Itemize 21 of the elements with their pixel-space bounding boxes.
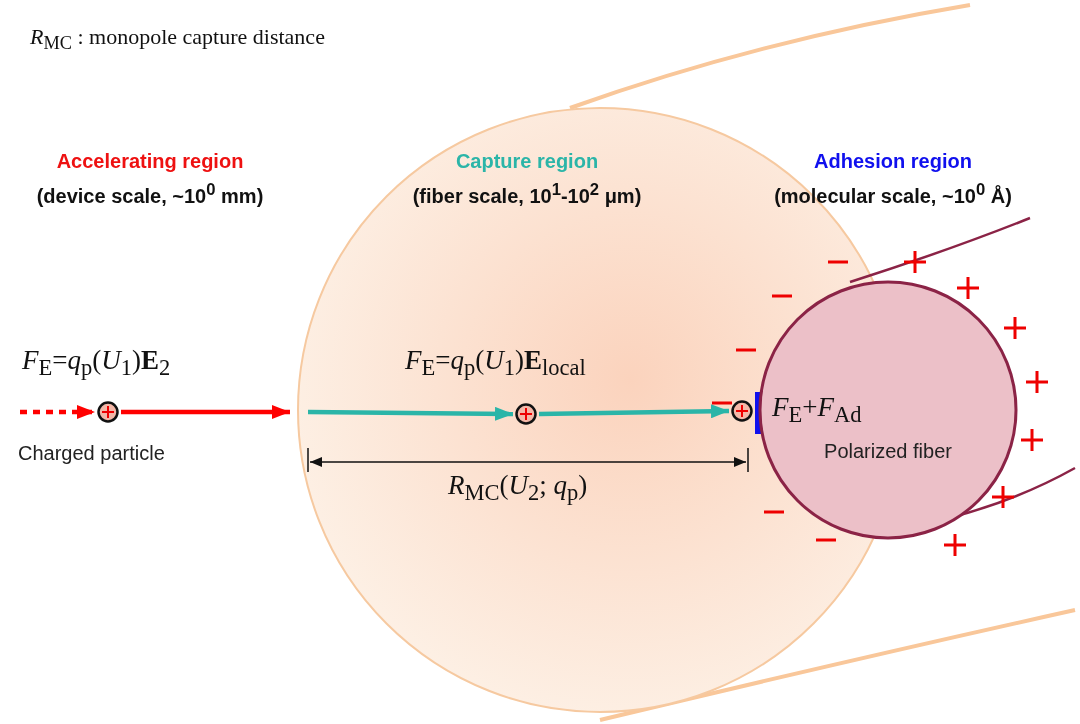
definition-note: R$_{MC}$ : monopole capture distance bbox=[30, 24, 325, 55]
arrow bbox=[538, 404, 730, 419]
particle-circle bbox=[731, 400, 753, 422]
arrow bbox=[307, 406, 514, 421]
particle-circle bbox=[515, 403, 537, 425]
fiber-circle bbox=[758, 280, 1018, 540]
force-equation: F$_{E}$=q$_{p}$(U$_{1}$)E$_{2}$ bbox=[22, 345, 171, 382]
arrow bbox=[121, 405, 290, 419]
particle-circle bbox=[97, 401, 119, 423]
region-heading: Accelerating region bbox=[55, 150, 245, 173]
region-heading: Capture region bbox=[454, 150, 600, 173]
region-scale: (fiber scale, 10$^{1}$-10$^{2}$ μm) bbox=[411, 180, 643, 208]
distance-label: R$_{MC}$(U$_{2}$; q$_{p}$) bbox=[448, 470, 588, 507]
arrow bbox=[20, 405, 95, 419]
particle-caption: Charged particle bbox=[18, 442, 165, 465]
region-scale: (device scale, ~10$^{0}$ mm) bbox=[35, 180, 265, 208]
fiber-label: Polarized fiber bbox=[823, 440, 953, 463]
region-heading: Adhesion region bbox=[813, 150, 973, 173]
region-scale: (molecular scale, ~10$^{0}$ Å) bbox=[773, 180, 1013, 208]
force-equation: F$_{E}$+F$_{Ad}$ bbox=[772, 392, 862, 429]
force-equation: F$_{E}$=q$_{p}$(U$_{1}$)E$_{local}$ bbox=[405, 345, 586, 382]
